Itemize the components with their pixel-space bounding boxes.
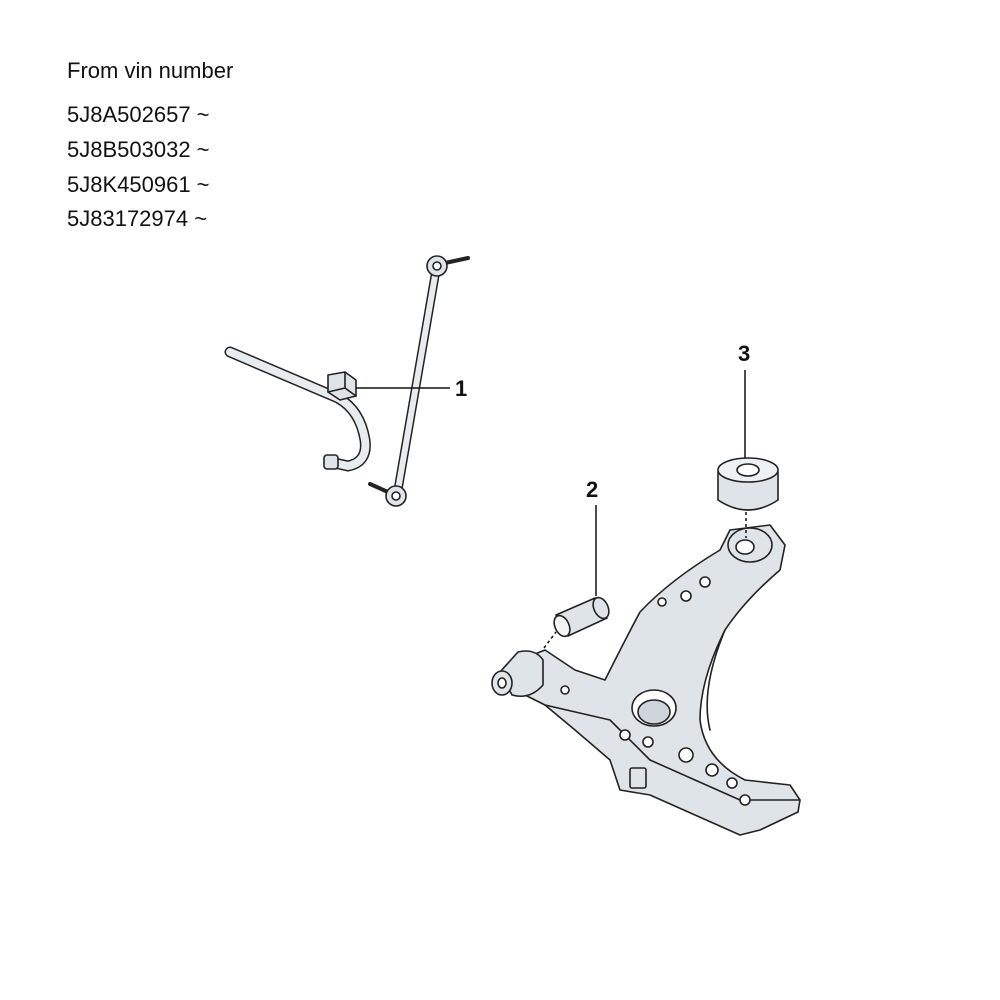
callout-label-1: 1 bbox=[455, 376, 468, 401]
callout-label-3: 3 bbox=[738, 341, 751, 366]
stabilizer-bar bbox=[224, 346, 371, 472]
coupling-rod bbox=[368, 255, 470, 507]
callout-label-2: 2 bbox=[586, 477, 599, 502]
bushing-part-3 bbox=[717, 457, 779, 511]
vin-range-3: 5J8K450961 ~ bbox=[67, 172, 210, 197]
stabilizer-bushing bbox=[327, 371, 357, 401]
vin-range-2: 5J8B503032 ~ bbox=[67, 137, 210, 162]
control-arm bbox=[491, 524, 801, 836]
vin-range-4: 5J83172974 ~ bbox=[67, 206, 208, 231]
vin-range-1: 5J8A502657 ~ bbox=[67, 102, 210, 127]
bushing-part-2 bbox=[553, 596, 610, 638]
heading: From vin number bbox=[67, 58, 234, 83]
assembly-line-2 bbox=[543, 631, 557, 649]
